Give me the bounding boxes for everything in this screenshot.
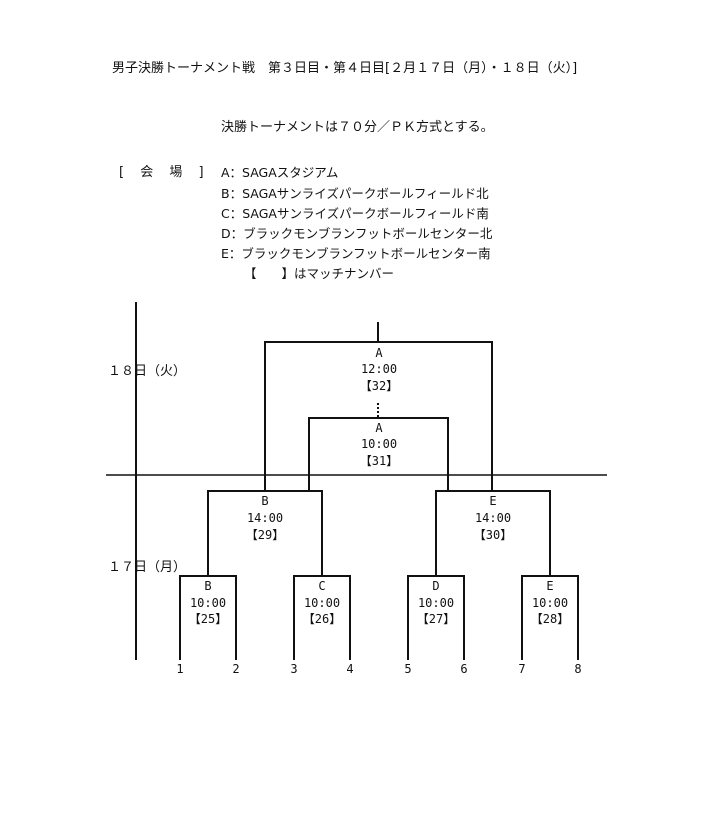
match-time: 10:00 — [532, 596, 568, 610]
match-time: 12:00 — [361, 362, 397, 376]
rule-text: 決勝トーナメントは７０分／ＰＫ方式とする。 — [221, 120, 494, 135]
venue-item-b: B：SAGAサンライズパークボールフィールド北 — [221, 186, 489, 201]
match-29-bracket — [207, 490, 323, 575]
match-27-bracket — [407, 575, 465, 660]
slot-number: 6 — [460, 662, 467, 676]
match-time: 10:00 — [190, 596, 226, 610]
match-31-bracket — [308, 417, 449, 490]
slot-number: 2 — [232, 662, 239, 676]
slot-number: 1 — [176, 662, 183, 676]
match-venue: E — [489, 494, 496, 508]
bracket-lines — [106, 302, 607, 660]
match-venue: A — [375, 346, 383, 360]
match-number: 【26】 — [303, 612, 341, 626]
day-label-17: １７日（月） — [108, 560, 186, 575]
match-venue: C — [318, 579, 325, 593]
match-32-bracket — [264, 341, 493, 490]
match-number: 【25】 — [189, 612, 227, 626]
match-time: 10:00 — [418, 596, 454, 610]
match-number: 【31】 — [360, 454, 398, 468]
match-number: 【27】 — [417, 612, 455, 626]
match-30-bracket — [435, 490, 551, 575]
day-label-18: １８日（火） — [108, 364, 186, 379]
match-time: 14:00 — [247, 511, 283, 525]
match-time: 10:00 — [361, 437, 397, 451]
venue-label: [ 会 場 ] — [119, 165, 210, 180]
match-number: 【28】 — [531, 612, 569, 626]
slot-number: 7 — [518, 662, 525, 676]
page-title: 男子決勝トーナメント戦 第３日目・第４日目[２月１７日（月）・１８日（火）] — [112, 61, 578, 76]
match-venue: B — [261, 494, 268, 508]
venue-item-e: E：ブラックモンブランフットボールセンター南 — [221, 246, 491, 261]
slot-number: 8 — [574, 662, 581, 676]
match-venue: E — [546, 579, 553, 593]
match-28-bracket — [521, 575, 579, 660]
match-number: 【32】 — [360, 379, 398, 393]
venue-item-d: D：ブラックモンブランフットボールセンター北 — [221, 226, 493, 241]
match-26-bracket — [293, 575, 351, 660]
match-venue: D — [432, 579, 439, 593]
match-25-bracket — [179, 575, 237, 660]
slot-number: 4 — [346, 662, 353, 676]
match-venue: A — [375, 421, 383, 435]
match-venue: B — [204, 579, 211, 593]
match-number-note: 【 】はマッチナンバー — [244, 266, 395, 281]
match-number: 【30】 — [474, 528, 512, 542]
slot-number: 3 — [290, 662, 297, 676]
match-number: 【29】 — [246, 528, 284, 542]
venue-item-c: C：SAGAサンライズパークボールフィールド南 — [221, 206, 489, 221]
slot-number: 5 — [404, 662, 411, 676]
venue-item-a: A：SAGAスタジアム — [221, 165, 339, 180]
match-time: 10:00 — [304, 596, 340, 610]
match-time: 14:00 — [475, 511, 511, 525]
